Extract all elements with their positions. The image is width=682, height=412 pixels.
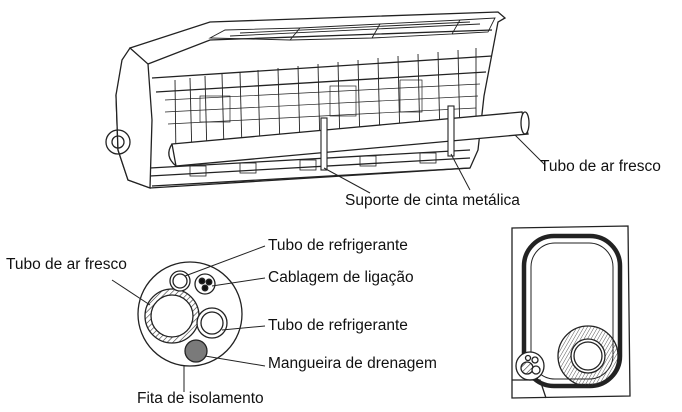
- fresh-air-tube-drawing: [168, 111, 530, 167]
- label-connection-wiring: Cablagem de ligação: [268, 269, 414, 286]
- pipe-bundle-cross-section: [137, 261, 243, 367]
- metal-strap-drawing: [320, 105, 455, 171]
- indoor-unit-drawing: [105, 11, 507, 189]
- label-metal-strap-support: Suporte de cinta metálica: [345, 192, 520, 209]
- label-refrigerant-tube-1: Tubo de refrigerante: [268, 237, 408, 254]
- label-fresh-air-tube-left: Tubo de ar fresco: [6, 256, 127, 273]
- leader-lines-top: [323, 134, 546, 194]
- label-refrigerant-tube-2: Tubo de refrigerante: [268, 317, 408, 334]
- label-drain-hose: Mangueira de drenagem: [268, 355, 437, 372]
- label-fresh-air-tube-top: Tubo de ar fresco: [540, 158, 661, 175]
- unit-side-view: [511, 225, 631, 399]
- label-insulation-tape: Fita de isolamento: [137, 390, 264, 407]
- leader-lines-cross-section: [111, 245, 266, 392]
